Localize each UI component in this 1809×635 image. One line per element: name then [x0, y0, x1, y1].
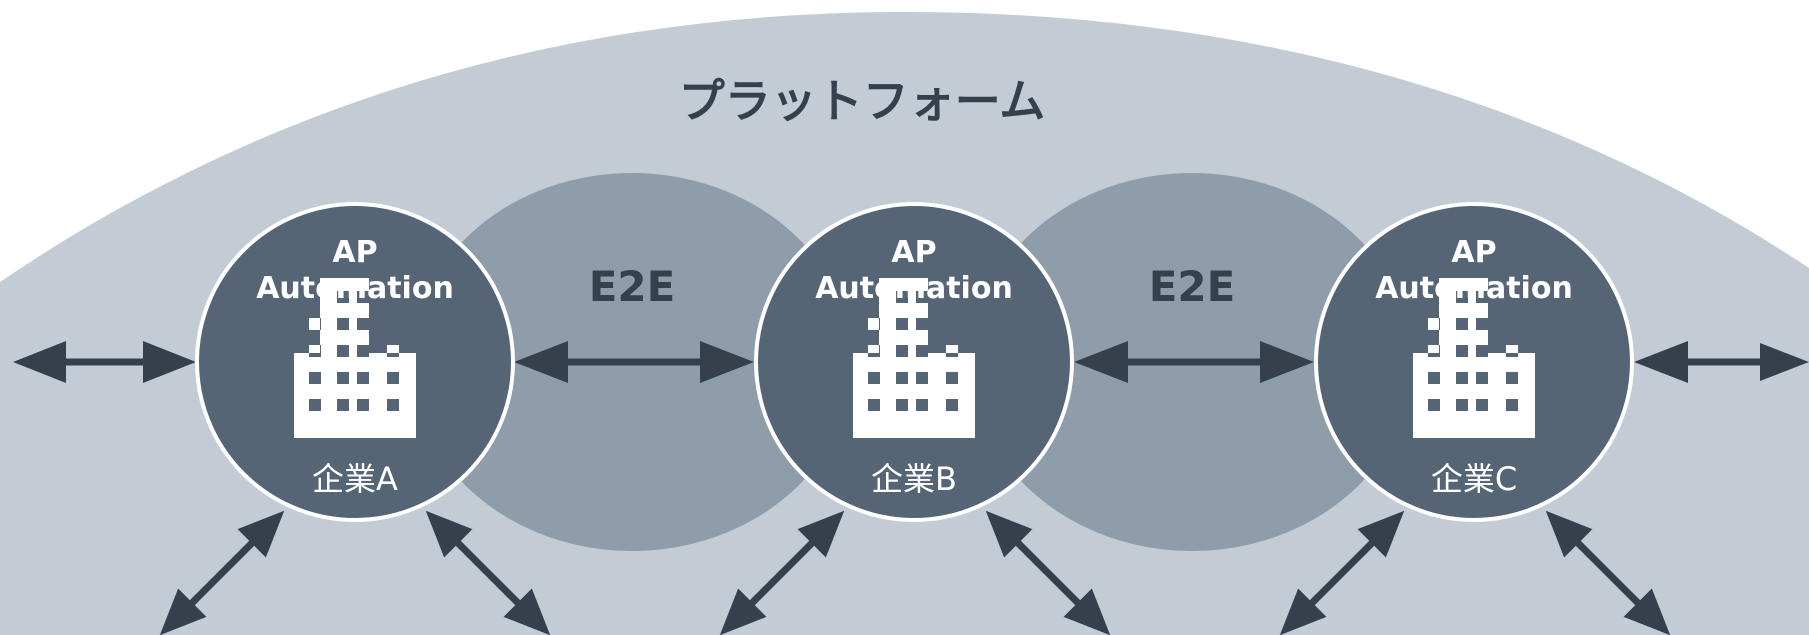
company-node-c: AP Automation 企業C	[1314, 202, 1634, 522]
double-arrow-icon	[985, 510, 1111, 635]
company-label: 企業B	[871, 460, 957, 498]
double-arrow-icon	[159, 510, 285, 635]
e2e-label-ab: E2E	[589, 262, 676, 311]
double-arrow-icon	[1279, 510, 1405, 635]
double-arrow-icon	[1634, 341, 1809, 383]
double-arrow-icon	[1545, 510, 1671, 635]
platform-title: プラットフォーム	[679, 74, 1046, 128]
node-title-line1: AP	[332, 235, 377, 270]
double-arrow-icon	[1074, 341, 1314, 383]
double-arrow-icon	[719, 510, 845, 635]
company-node-a: AP Automation 企業A	[195, 202, 515, 522]
node-title-line1: AP	[1451, 235, 1496, 270]
double-arrow-icon	[13, 341, 196, 383]
company-label: 企業A	[312, 460, 398, 498]
double-arrow-icon	[514, 341, 754, 383]
node-title-line1: AP	[891, 235, 936, 270]
company-label: 企業C	[1431, 460, 1517, 498]
e2e-label-bc: E2E	[1149, 262, 1236, 311]
company-node-b: AP Automation 企業B	[754, 202, 1074, 522]
double-arrow-icon	[425, 510, 551, 635]
